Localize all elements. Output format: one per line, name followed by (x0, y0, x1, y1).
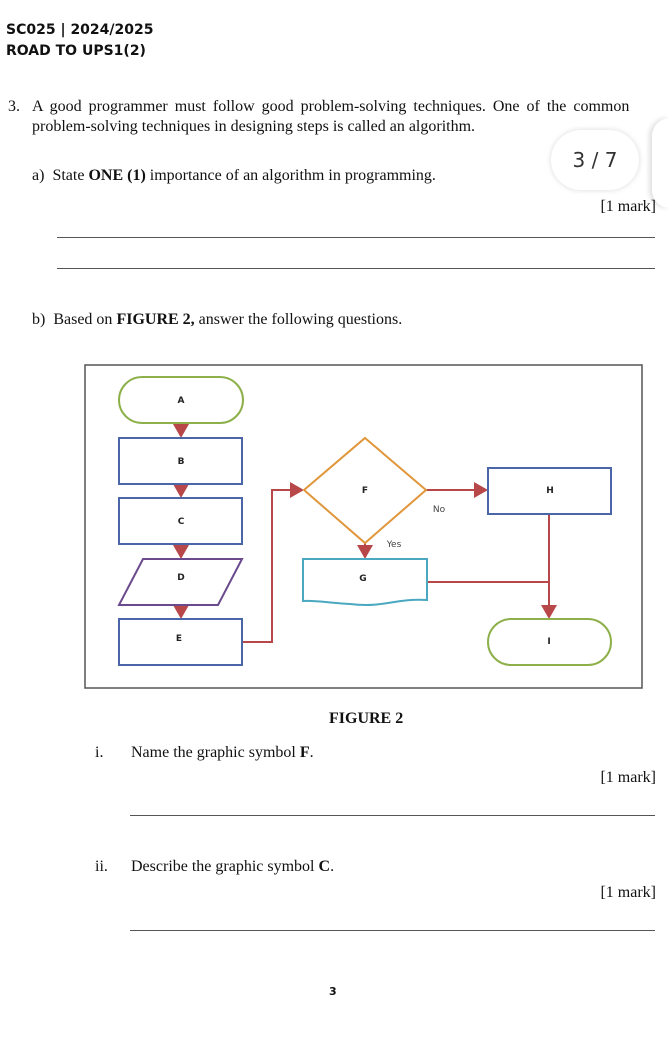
io-d (117, 558, 244, 606)
label-a: A (178, 396, 185, 406)
label-b: B (178, 457, 185, 467)
answer-line[interactable] (130, 930, 655, 931)
decision-f (302, 436, 428, 545)
page-number: 3 (329, 985, 337, 998)
part-b-text: Based on (53, 311, 117, 328)
answer-line[interactable] (130, 815, 655, 816)
part-i-marks: [1 mark] (600, 769, 656, 786)
figure-caption: FIGURE 2 (329, 710, 404, 727)
doc-title: ROAD TO UPS1(2) (6, 43, 146, 59)
terminal-a (118, 376, 244, 424)
label-no: No (433, 505, 446, 515)
answer-line[interactable] (57, 268, 655, 269)
terminal-i (487, 618, 612, 666)
part-i-text-post: . (309, 744, 314, 761)
question-intro-1: A good programmer must follow good probl… (32, 98, 630, 115)
nav-circle-button[interactable] (652, 118, 670, 208)
part-a-text-post: importance of an algorithm in programmin… (145, 167, 436, 184)
part-a-label: a) (32, 167, 45, 184)
part-i: Name the graphic symbol F. (131, 744, 314, 762)
part-ii-label: ii. (95, 858, 108, 875)
figure-frame (84, 364, 643, 689)
part-i-label: i. (95, 744, 104, 761)
label-d: D (177, 573, 184, 583)
part-i-bold: F (299, 744, 310, 761)
page-indicator: 3 / 7 (551, 130, 639, 190)
part-a: a) State ONE (1) importance of an algori… (32, 167, 436, 185)
part-ii-bold: C (318, 858, 331, 875)
part-b: b) Based on FIGURE 2, answer the followi… (32, 311, 402, 329)
part-b-bold: FIGURE 2, (116, 311, 195, 328)
part-ii-text: Describe the graphic symbol (131, 858, 319, 875)
course-header: SC025 | 2024/2025 (6, 22, 154, 38)
part-ii-text-post: . (330, 858, 335, 875)
label-g: G (359, 574, 366, 584)
process-h (487, 467, 612, 515)
part-ii-marks: [1 mark] (600, 884, 656, 901)
part-a-bold: ONE (1) (88, 167, 146, 184)
label-f: F (362, 486, 368, 496)
process-e (118, 618, 243, 666)
part-ii: Describe the graphic symbol C. (131, 858, 334, 876)
label-h: H (546, 486, 554, 496)
label-yes: Yes (386, 540, 402, 550)
part-b-text-post: answer the following questions. (194, 311, 403, 328)
part-a-text: State (52, 167, 89, 184)
document-g (302, 558, 428, 606)
part-i-text: Name the graphic symbol (131, 744, 300, 761)
question-number: 3. (8, 98, 20, 115)
arrow-e-f (242, 482, 304, 643)
answer-line[interactable] (57, 237, 655, 238)
part-b-label: b) (32, 311, 46, 328)
label-e: E (176, 634, 182, 644)
part-a-marks: [1 mark] (600, 198, 656, 215)
process-b (118, 437, 243, 485)
question-intro-2: problem-solving techniques in designing … (32, 118, 476, 135)
process-c (118, 497, 243, 545)
label-i: I (547, 637, 550, 647)
label-c: C (178, 517, 185, 527)
